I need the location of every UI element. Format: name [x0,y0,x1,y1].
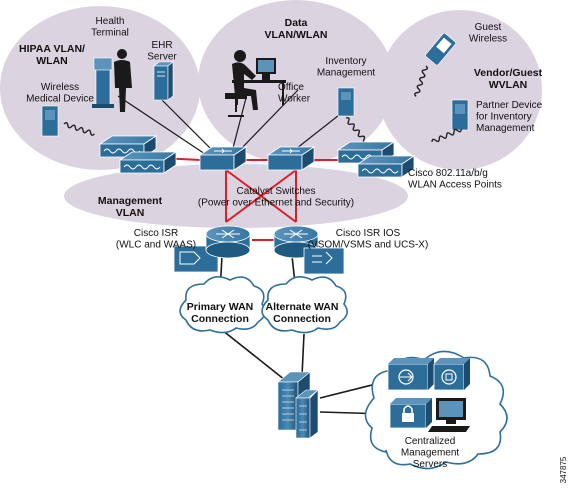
server-icon-security [389,398,432,429]
server-icon-workstation [428,398,470,432]
server-icon-application [433,358,470,391]
partner-device [430,99,469,145]
guest-wireless-pda [413,33,456,98]
hipaa-vlan-label: HIPAA VLAN/WLAN [19,43,85,67]
isr-right-label: Cisco ISR IOS(VSOM/VSMS and UCS-X) [308,228,429,251]
isr-router-right [273,225,345,275]
inventory-management-device [337,87,369,145]
health-terminal [92,49,132,112]
ehr-server [153,61,174,101]
access-point-right [337,141,415,178]
office-worker [225,50,286,117]
vendor-vlan-region [378,10,542,170]
alternate-wan-cloud [261,276,348,334]
isr-left-label: Cisco ISR(WLC and WAAS) [116,228,196,251]
primary-wan-cloud [179,276,266,334]
catalyst-switches-label: Catalyst Switches(Power over Ethernet an… [198,186,354,209]
data-center-building [277,371,319,439]
wireless-medical-device [41,105,96,137]
server-icon-video-surveillance [387,358,434,391]
isr-router-left [173,225,251,273]
data-vlan-region [198,0,394,164]
figure-id: 347875 [559,456,568,483]
catalyst-switch-right [267,146,315,171]
management-vlan-region [64,164,408,228]
catalyst-switch-left [199,146,247,171]
